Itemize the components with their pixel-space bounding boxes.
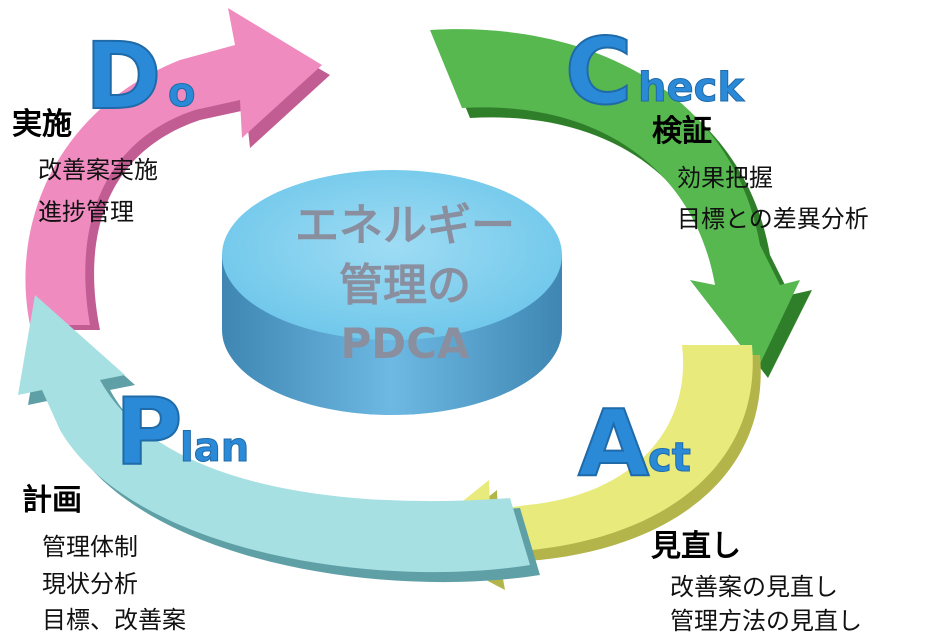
do-item-1: 改善案実施	[38, 156, 158, 184]
check-title: 検証	[652, 114, 712, 149]
center-disc	[222, 170, 562, 415]
act-item-2: 管理方法の見直し	[670, 607, 862, 635]
plan-item-2: 現状分析	[42, 570, 138, 598]
act-item-1: 改善案の見直し	[670, 573, 838, 601]
center-title-line2: 管理の	[339, 260, 471, 311]
act-big-letter: A	[578, 390, 649, 497]
act-label: A ct	[577, 389, 691, 498]
check-item-2: 目標との差異分析	[677, 205, 869, 233]
do-rest-letters: o	[168, 70, 195, 116]
check-item-1: 効果把握	[677, 164, 773, 192]
do-label: D o	[84, 22, 196, 131]
check-label: C heck	[564, 17, 746, 126]
check-big-letter: C	[565, 18, 633, 125]
center-title-line1: エネルギー	[295, 200, 515, 251]
plan-label: P lan	[114, 378, 250, 487]
plan-item-1: 管理体制	[42, 533, 138, 561]
center-title-line3: PDCA	[341, 319, 470, 368]
plan-arrow	[18, 295, 540, 583]
plan-title: 計画	[22, 483, 82, 518]
plan-item-3: 目標、改善案	[42, 606, 186, 634]
act-title: 見直し	[651, 529, 741, 564]
plan-big-letter: P	[115, 379, 182, 486]
act-rest-letters: ct	[648, 435, 691, 481]
do-arrow	[25, 8, 330, 330]
do-item-2: 進捗管理	[38, 198, 134, 226]
do-title: 実施	[12, 107, 72, 142]
check-arrow	[430, 29, 812, 379]
check-rest-letters: heck	[638, 65, 745, 111]
plan-rest-letters: lan	[180, 425, 249, 471]
do-big-letter: D	[85, 23, 161, 130]
